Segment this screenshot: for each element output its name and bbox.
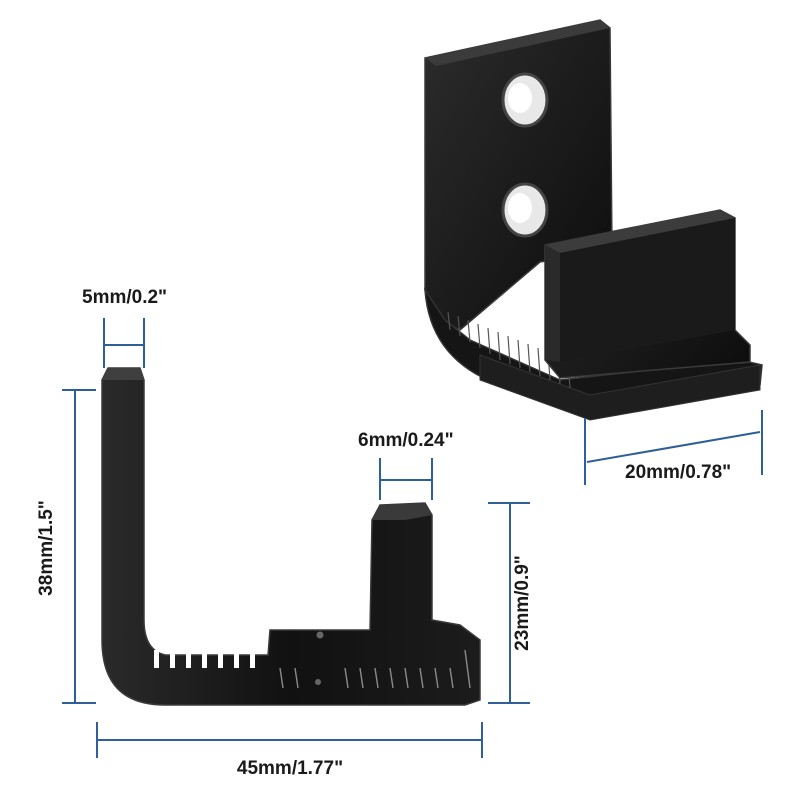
height-label: 38mm/1.5" xyxy=(36,500,57,596)
side-profile-view xyxy=(101,367,481,706)
thickness-dimension xyxy=(103,318,145,368)
guide-thickness-dimension xyxy=(379,458,433,500)
length-label: 45mm/1.77" xyxy=(237,758,343,779)
depth-dimension xyxy=(584,410,763,485)
isometric-product-view xyxy=(424,19,763,421)
thickness-label: 5mm/0.2" xyxy=(82,287,167,308)
screw-hole xyxy=(316,631,324,639)
guide-height-label: 23mm/0.9" xyxy=(512,555,533,651)
height-dimension xyxy=(62,389,96,704)
depth-label: 20mm/0.78" xyxy=(625,462,731,483)
profile-teeth xyxy=(154,650,255,668)
guide-thickness-label: 6mm/0.24" xyxy=(358,430,454,451)
length-dimension xyxy=(96,722,483,758)
guide-height-dimension xyxy=(488,502,530,704)
lower-teeth xyxy=(279,649,471,689)
